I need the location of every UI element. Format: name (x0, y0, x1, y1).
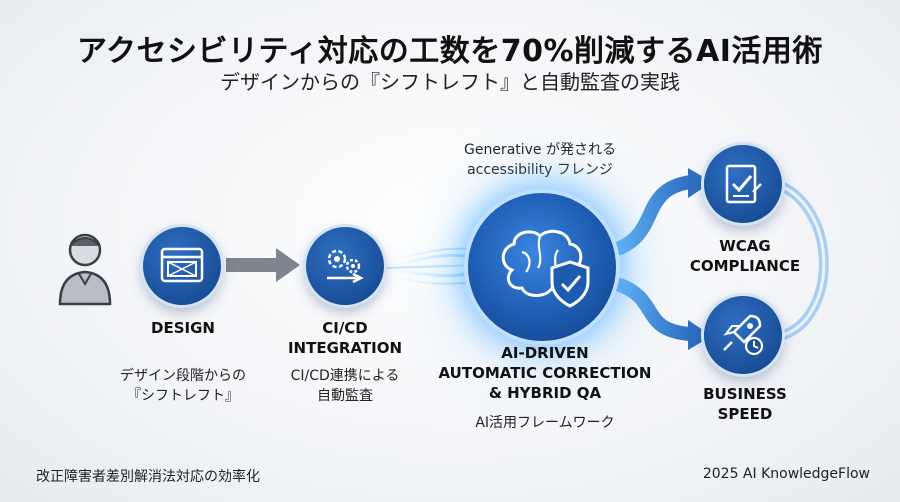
page-title: アクセシビリティ対応の工数を70%削減するAI活用術 (77, 34, 823, 69)
ai-title: AI-DRIVEN AUTOMATIC CORRECTION & HYBRID … (410, 343, 680, 403)
speed-title-line-2: SPEED (717, 405, 773, 423)
arrow-design-to-cicd (226, 248, 300, 282)
design-desc: デザイン段階からの 『シフトレフト』 (98, 366, 268, 406)
ai-note-line-2: accessibility フレンジ (467, 162, 613, 178)
wcag-title-line-1: WCAG (719, 237, 771, 255)
cicd-node (306, 227, 384, 305)
wcag-title-line-2: COMPLIANCE (689, 257, 801, 275)
ai-title-line-2: AUTOMATIC CORRECTION (438, 364, 652, 382)
speed-title-line-1: BUSINESS (703, 385, 787, 403)
ai-node (468, 193, 616, 341)
arrow-ai-to-speed (613, 278, 712, 350)
design-title: DESIGN (151, 319, 215, 337)
cicd-desc-line-1: CI/CD連携による (290, 368, 400, 384)
cicd-title: CI/CD INTEGRATION (270, 318, 420, 358)
ai-note: Generative が発される accessibility フレンジ (440, 140, 640, 180)
cicd-title-line-1: CI/CD (322, 319, 368, 337)
footer-left: 改正障害者差別解消法対応の効率化 (36, 469, 260, 485)
ai-note-line-1: Generative が発される (463, 142, 616, 158)
gears-icon (327, 249, 364, 284)
page-subtitle: デザインからの『シフトレフト』と自動監査の実践 (220, 70, 680, 94)
footer-right: 2025 AI KnowledgeFlow (702, 466, 870, 482)
rocket-clock-icon (723, 314, 764, 356)
cicd-desc: CI/CD連携による 自動監査 (265, 366, 425, 406)
checklist-icon (725, 164, 762, 204)
brain-shield-icon (501, 229, 590, 308)
wcag-title: WCAG COMPLIANCE (680, 236, 810, 276)
design-desc-line-2: 『シフトレフト』 (127, 388, 239, 404)
ai-desc: AI活用フレームワーク (475, 415, 615, 431)
wcag-node (704, 145, 782, 223)
speed-node (704, 296, 782, 374)
user-icon (50, 226, 120, 306)
design-node (143, 227, 221, 305)
arrow-ai-to-wcag (613, 168, 712, 255)
browser-icon (160, 247, 204, 283)
cicd-desc-line-2: 自動監査 (317, 388, 373, 404)
ai-title-line-1: AI-DRIVEN (501, 344, 589, 362)
speed-title: BUSINESS SPEED (680, 384, 810, 424)
ai-title-line-3: & HYBRID QA (488, 384, 602, 402)
design-desc-line-1: デザイン段階からの (120, 368, 246, 384)
cicd-title-line-2: INTEGRATION (287, 339, 403, 357)
